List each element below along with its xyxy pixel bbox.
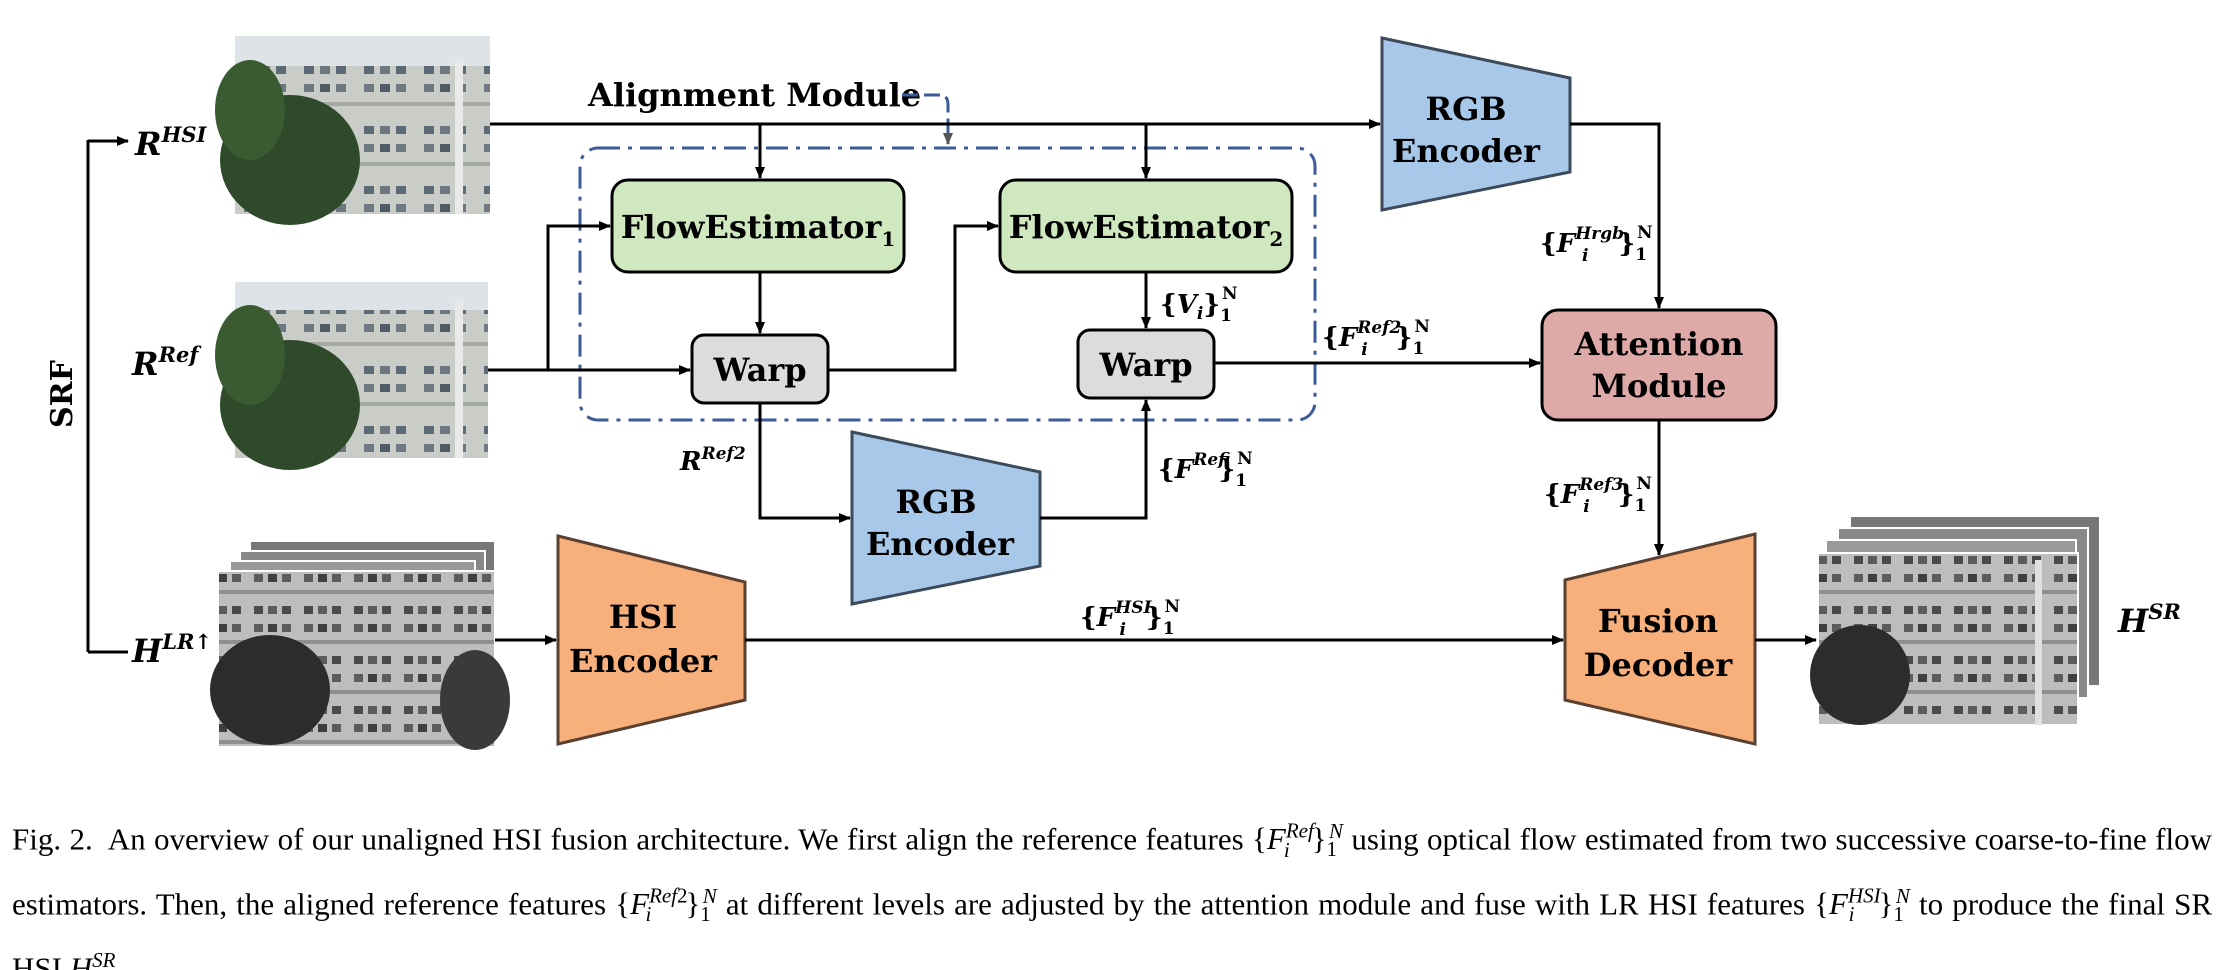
h-sr-image-stack xyxy=(1810,515,2101,726)
rgb-encoder-middle-label-1: RGB xyxy=(896,483,977,521)
warp-2-label: Warp xyxy=(1098,346,1192,384)
arrow-warp1-to-rgb-mid xyxy=(758,403,851,523)
arrow-rgb-mid-to-warp2 xyxy=(1040,399,1151,520)
flow-estimator-2-label: FlowEstimator2 xyxy=(1009,208,1284,251)
fusion-decoder xyxy=(1563,532,1757,746)
h-lr-label: HLR↑ xyxy=(131,629,212,670)
r-ref-image xyxy=(215,282,488,470)
hsi-encoder-label-1: HSI xyxy=(609,598,677,636)
arrow-rref-to-flow1 xyxy=(546,221,611,370)
feature-label-ref: {FRefi}1N xyxy=(1158,449,1253,491)
r-ref-label: RRef xyxy=(131,342,202,383)
hsi-encoder xyxy=(556,534,747,746)
feature-label-v: {Vi}1N xyxy=(1160,284,1238,326)
h-lr-image-stack xyxy=(210,540,510,750)
math-f-ref: {FRefi}1N xyxy=(1252,819,1344,862)
architecture-diagram: RHSI RRef HLR↑ HSR SRF Alignment Module … xyxy=(45,36,2181,750)
figure-caption: Fig. 2. An overview of our unaligned HSI… xyxy=(12,819,2212,970)
alignment-module-label: Alignment Module xyxy=(587,76,921,114)
srf-label: SRF xyxy=(45,360,80,428)
attention-module-label-1: Attention xyxy=(1574,325,1744,363)
fusion-decoder-label-1: Fusion xyxy=(1598,602,1718,640)
rgb-encoder-top-label-2: Encoder xyxy=(1392,132,1541,170)
alignment-module-pointer xyxy=(902,93,953,145)
warp-1-label: Warp xyxy=(712,351,806,389)
arrow-warp1-to-flow2 xyxy=(828,221,999,372)
r-ref2-label: RRef2 xyxy=(679,444,746,477)
rgb-encoder-middle xyxy=(850,430,1042,606)
flow-estimator-1 xyxy=(610,178,906,274)
rgb-encoder-top xyxy=(1380,36,1572,212)
h-sr-label: HSR xyxy=(2117,599,2181,640)
r-hsi-image xyxy=(215,36,490,225)
fusion-decoder-label-2: Decoder xyxy=(1584,646,1734,684)
rgb-encoder-top-label-1: RGB xyxy=(1426,90,1507,128)
hsi-encoder-label-2: Encoder xyxy=(569,642,718,680)
alignment-module-box xyxy=(578,146,1317,422)
flow-estimator-1-label: FlowEstimator1 xyxy=(621,208,896,251)
attention-module-label-2: Module xyxy=(1592,367,1727,405)
rgb-encoder-middle-label-2: Encoder xyxy=(866,525,1015,563)
math-f-hsi: {FHSIi}1N xyxy=(1814,883,1910,927)
arrow-rgb-top-to-attention xyxy=(1570,122,1664,309)
r-hsi-label: RHSI xyxy=(134,122,208,163)
math-f-ref2: {FRef2i}1N xyxy=(615,883,717,927)
